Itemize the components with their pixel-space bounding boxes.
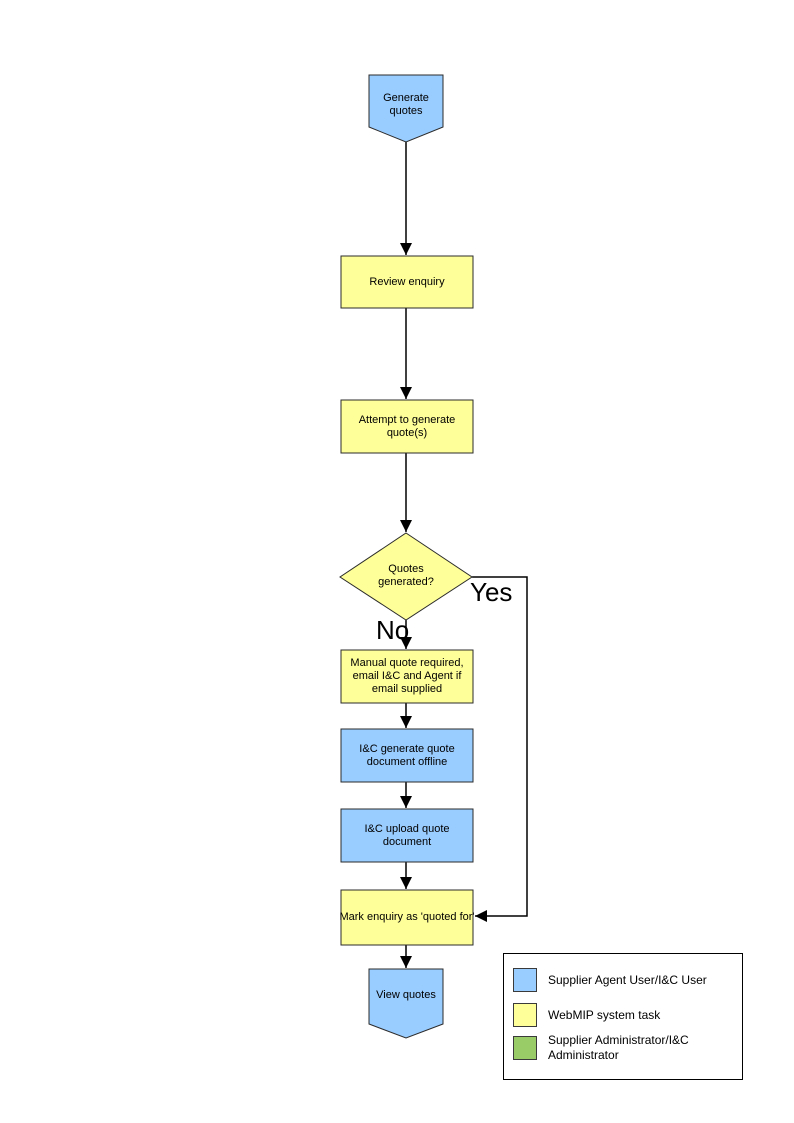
node-upload-document-shape — [340, 808, 474, 863]
node-decision-label: Quotes generated? — [378, 563, 434, 588]
legend-item-agent-user: Supplier Agent User/I&C User — [513, 968, 726, 992]
node-review-enquiry-shape — [340, 255, 474, 309]
branch-no-label: No — [376, 615, 410, 645]
node-mark-enquiry-shape — [340, 889, 474, 946]
legend-item-system-task: WebMIP system task — [513, 1003, 726, 1027]
node-review-enquiry-label: Review enquiry — [369, 275, 445, 288]
node-attempt-generate-shape — [340, 399, 474, 454]
node-manual-quote-shape — [340, 649, 474, 704]
branch-yes-label: Yes — [470, 577, 513, 607]
node-generate-offline-label: I&C generate quote document offline — [359, 742, 455, 768]
node-attempt-generate-label: Attempt to generate quote(s) — [358, 413, 456, 439]
node-end-label: View quotes — [376, 989, 436, 1001]
node-upload-document-label: I&C upload quote document — [364, 822, 450, 848]
node-start-shape — [368, 74, 444, 143]
legend-item-administrator: Supplier Administrator/I&C Administrator — [513, 1033, 726, 1063]
node-generate-offline-shape — [340, 728, 474, 783]
node-start-label: Generate quotes — [383, 92, 429, 117]
node-end-shape — [368, 968, 444, 1039]
legend-swatch-yellow — [513, 1003, 537, 1027]
connector-yes-branch — [472, 576, 528, 922]
node-mark-enquiry-label: Mark enquiry as 'quoted for' — [339, 911, 475, 923]
legend-label: Supplier Administrator/I&C Administrator — [548, 1033, 689, 1062]
legend-label: WebMIP system task — [548, 1007, 661, 1022]
node-manual-quote-label: Manual quote required, email I&C and Age… — [350, 657, 464, 695]
legend-swatch-blue — [513, 968, 537, 992]
node-decision-shape — [339, 532, 473, 621]
legend: Supplier Agent User/I&C User WebMIP syst… — [503, 953, 743, 1080]
legend-swatch-green — [513, 1036, 537, 1060]
legend-label: Supplier Agent User/I&C User — [548, 972, 707, 987]
